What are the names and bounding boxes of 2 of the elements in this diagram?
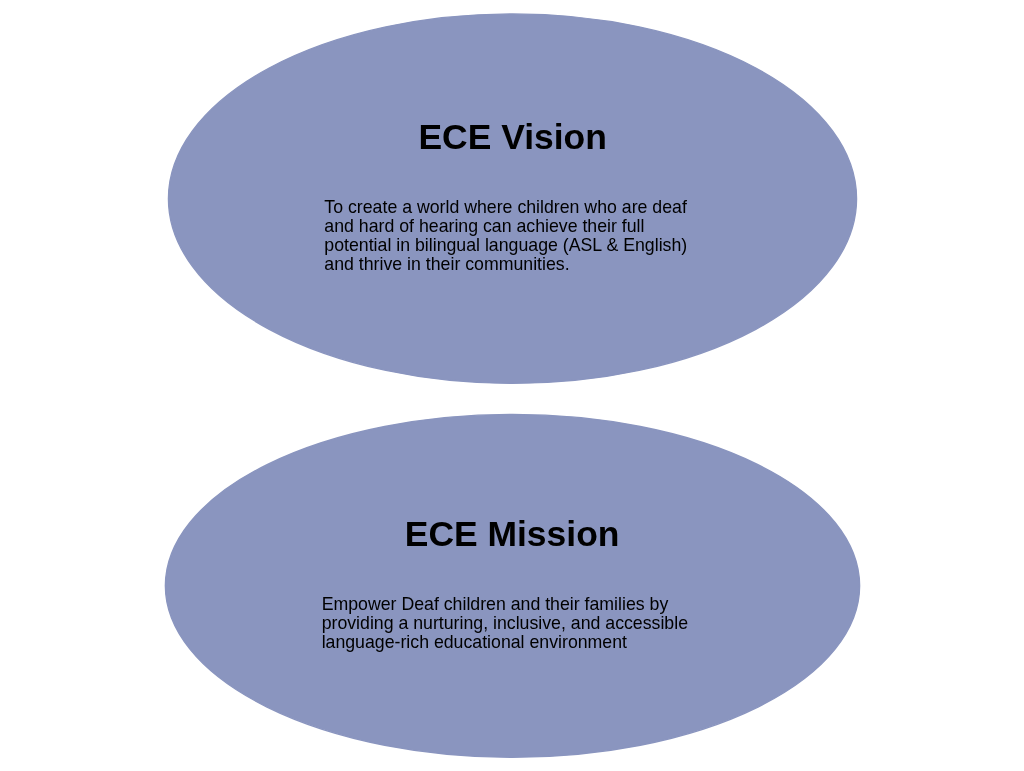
node-ellipse: ECE Mission Empower Deaf children and their families by providing a nurturing, inclusive, and accessible language-rich educational environment	[164, 413, 860, 758]
node-ellipse: ECE Vision To create a world where children who are deaf and hard of hearing can achieve their full potential in bilingual language (ASL & English) and thrive in their communities.	[167, 13, 857, 385]
